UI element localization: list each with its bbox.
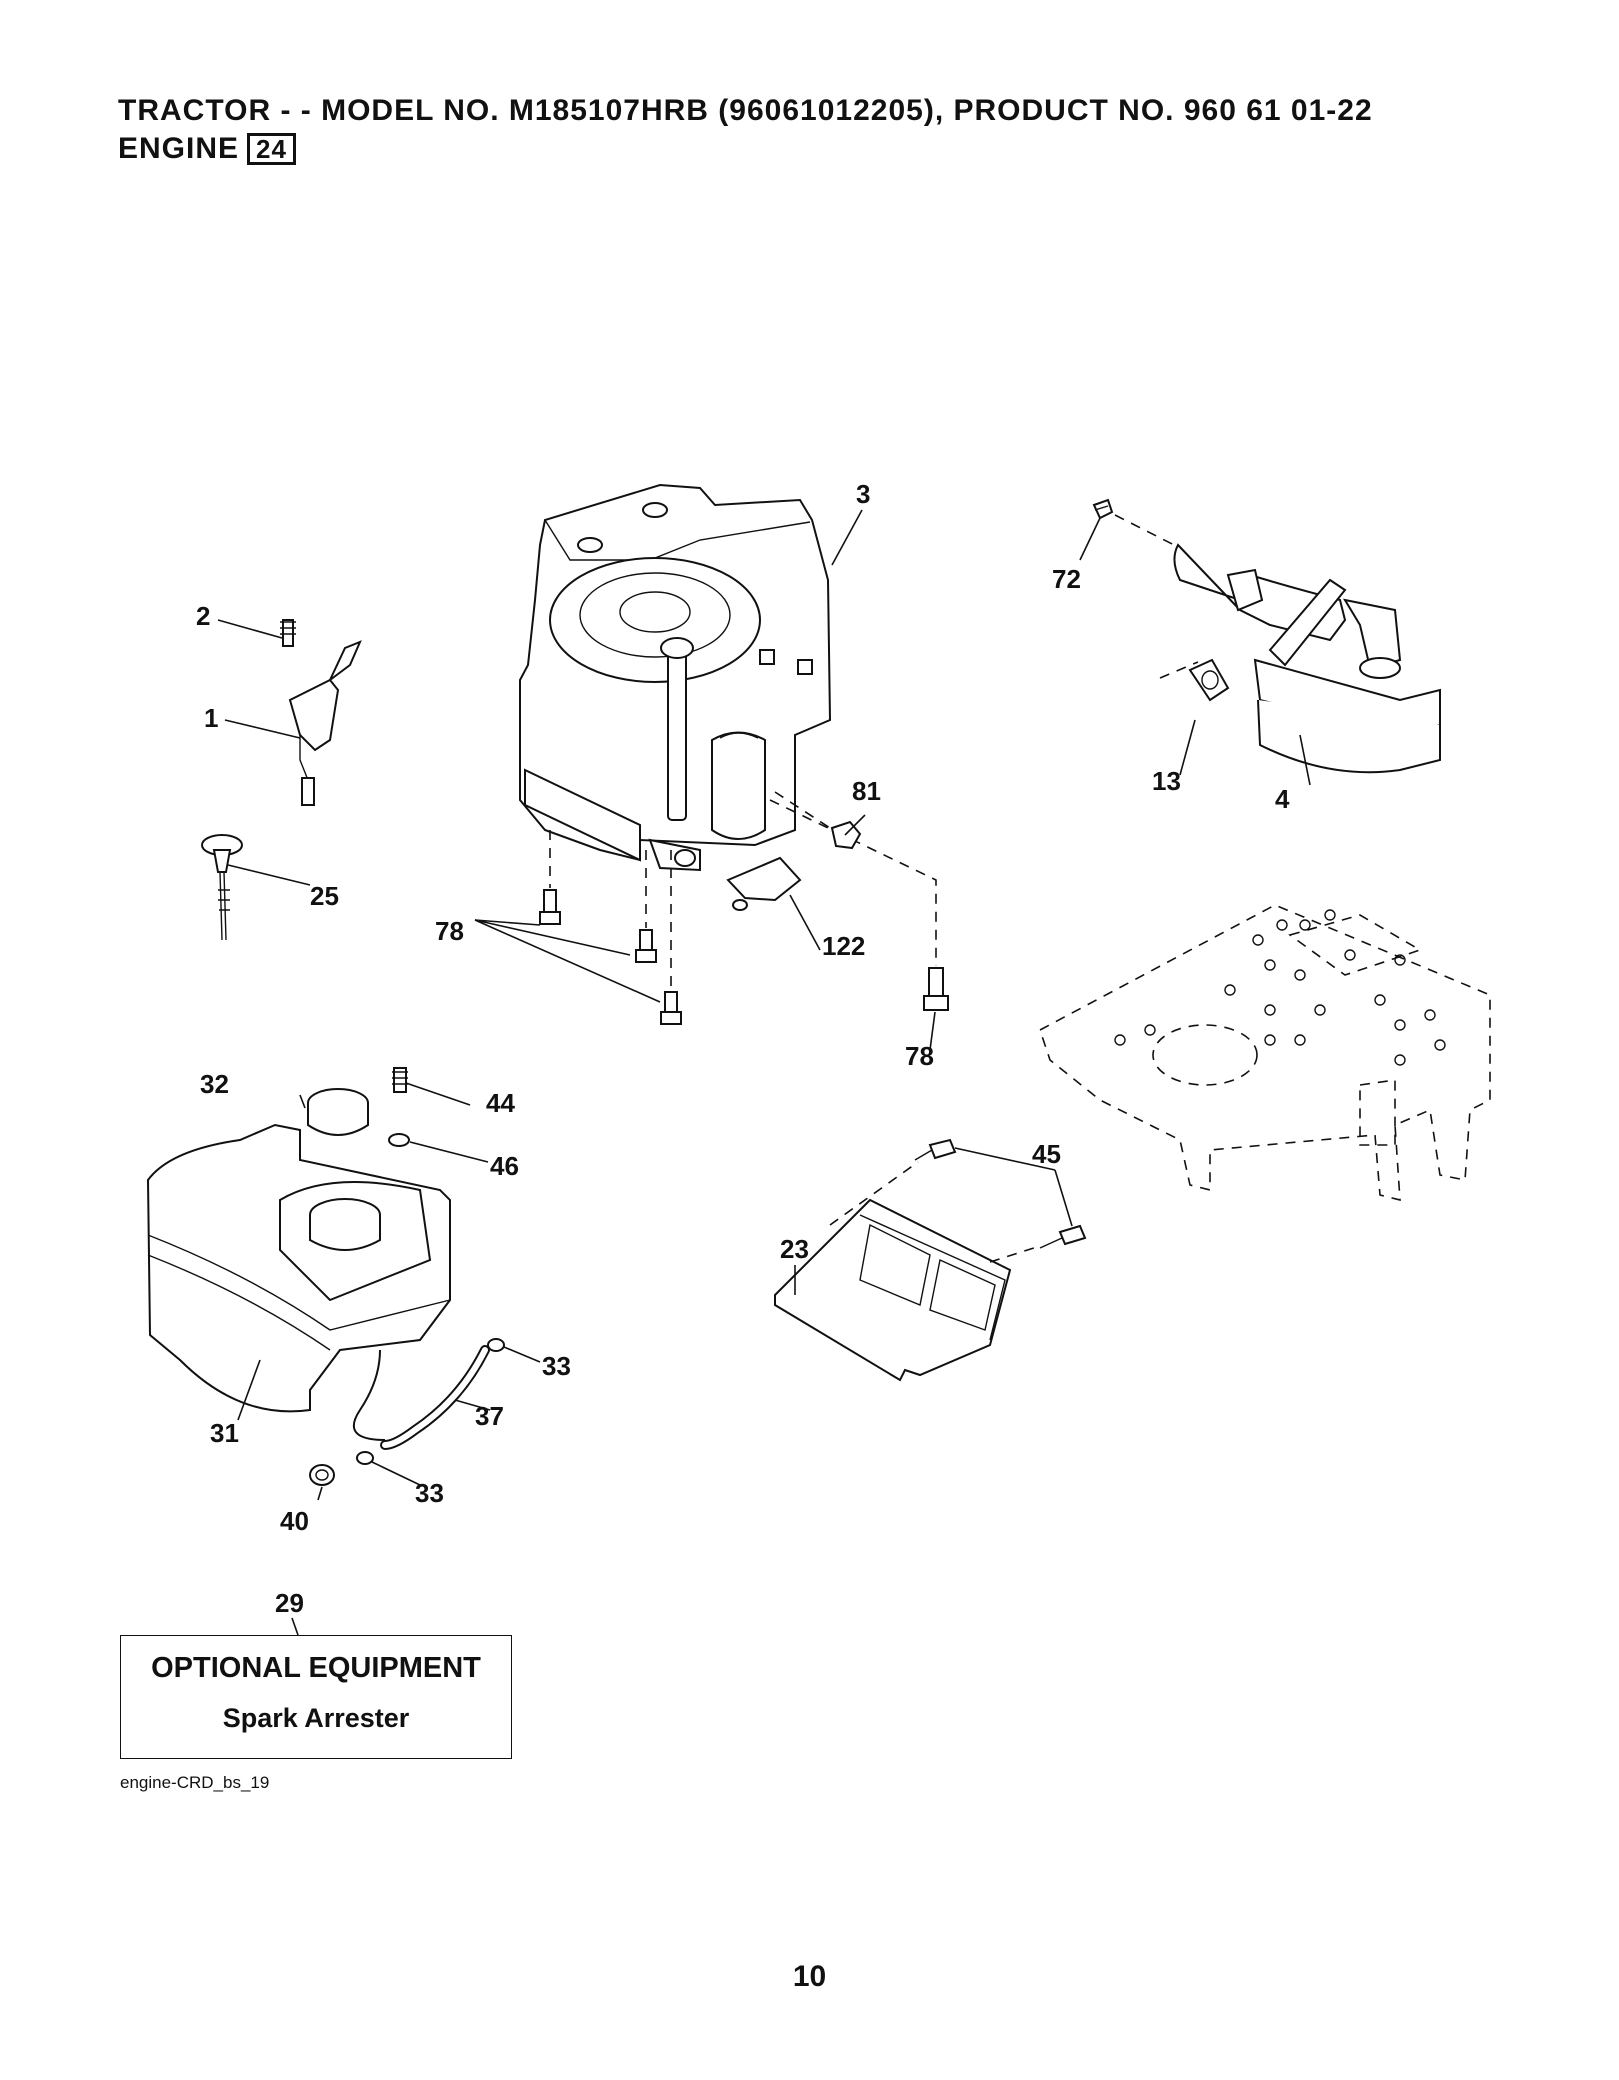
- optional-equipment-box: OPTIONAL EQUIPMENT Spark Arrester: [120, 1635, 512, 1759]
- section-name: ENGINE: [118, 132, 240, 165]
- callout-29: 29: [275, 1588, 304, 1618]
- fuel-tank-drawing: [146, 1067, 451, 1413]
- page-header: TRACTOR - - MODEL NO. M185107HRB (960610…: [118, 92, 1508, 168]
- callout-81: 81: [852, 776, 881, 806]
- header-title: TRACTOR - - MODEL NO. M185107HRB (960610…: [118, 94, 1373, 127]
- callout-44: 44: [486, 1088, 515, 1118]
- choke-knob-drawing: [201, 834, 243, 941]
- callout-25: 25: [310, 881, 339, 911]
- frame-drawing: [1039, 904, 1491, 1202]
- callout-46: 46: [490, 1151, 519, 1181]
- callout-numbers: 2 1 3 72 13 4 81 25 78 122 78 32 44 46 4…: [196, 479, 1290, 1618]
- fuel-line-drawing: [309, 1338, 505, 1486]
- callout-45: 45: [1032, 1139, 1061, 1169]
- throttle-control-drawing: [280, 619, 362, 806]
- callout-40: 40: [280, 1506, 309, 1536]
- callout-33b: 33: [415, 1478, 444, 1508]
- callout-78a: 78: [435, 916, 464, 946]
- callout-37: 37: [475, 1401, 504, 1431]
- engine-drawing: [519, 483, 832, 872]
- callout-13: 13: [1152, 766, 1181, 796]
- callout-23: 23: [780, 1234, 809, 1264]
- callout-1: 1: [204, 703, 218, 733]
- callout-4: 4: [1275, 784, 1290, 814]
- callout-2: 2: [196, 601, 210, 631]
- leader-lines: [217, 509, 1311, 1636]
- callout-33a: 33: [542, 1351, 571, 1381]
- page-number: 10: [792, 1960, 827, 1993]
- callout-122: 122: [822, 931, 865, 961]
- engine-bolt-right-nut-shield: [726, 791, 949, 1011]
- muffler-drawing: [1092, 498, 1441, 774]
- shield-plate-drawing: [774, 1138, 1087, 1382]
- callout-72: 72: [1052, 564, 1081, 594]
- figure-id: engine-CRD_bs_19: [120, 1773, 270, 1792]
- optional-equipment-title: OPTIONAL EQUIPMENT: [151, 1652, 481, 1684]
- callout-32: 32: [200, 1069, 229, 1099]
- optional-equipment-item: Spark Arrester: [222, 1703, 410, 1733]
- callout-31: 31: [210, 1418, 239, 1448]
- callout-78b: 78: [905, 1041, 934, 1071]
- section-number-box: 24: [247, 133, 296, 165]
- callout-3: 3: [856, 479, 870, 509]
- engine-bolts-left: [539, 830, 682, 1025]
